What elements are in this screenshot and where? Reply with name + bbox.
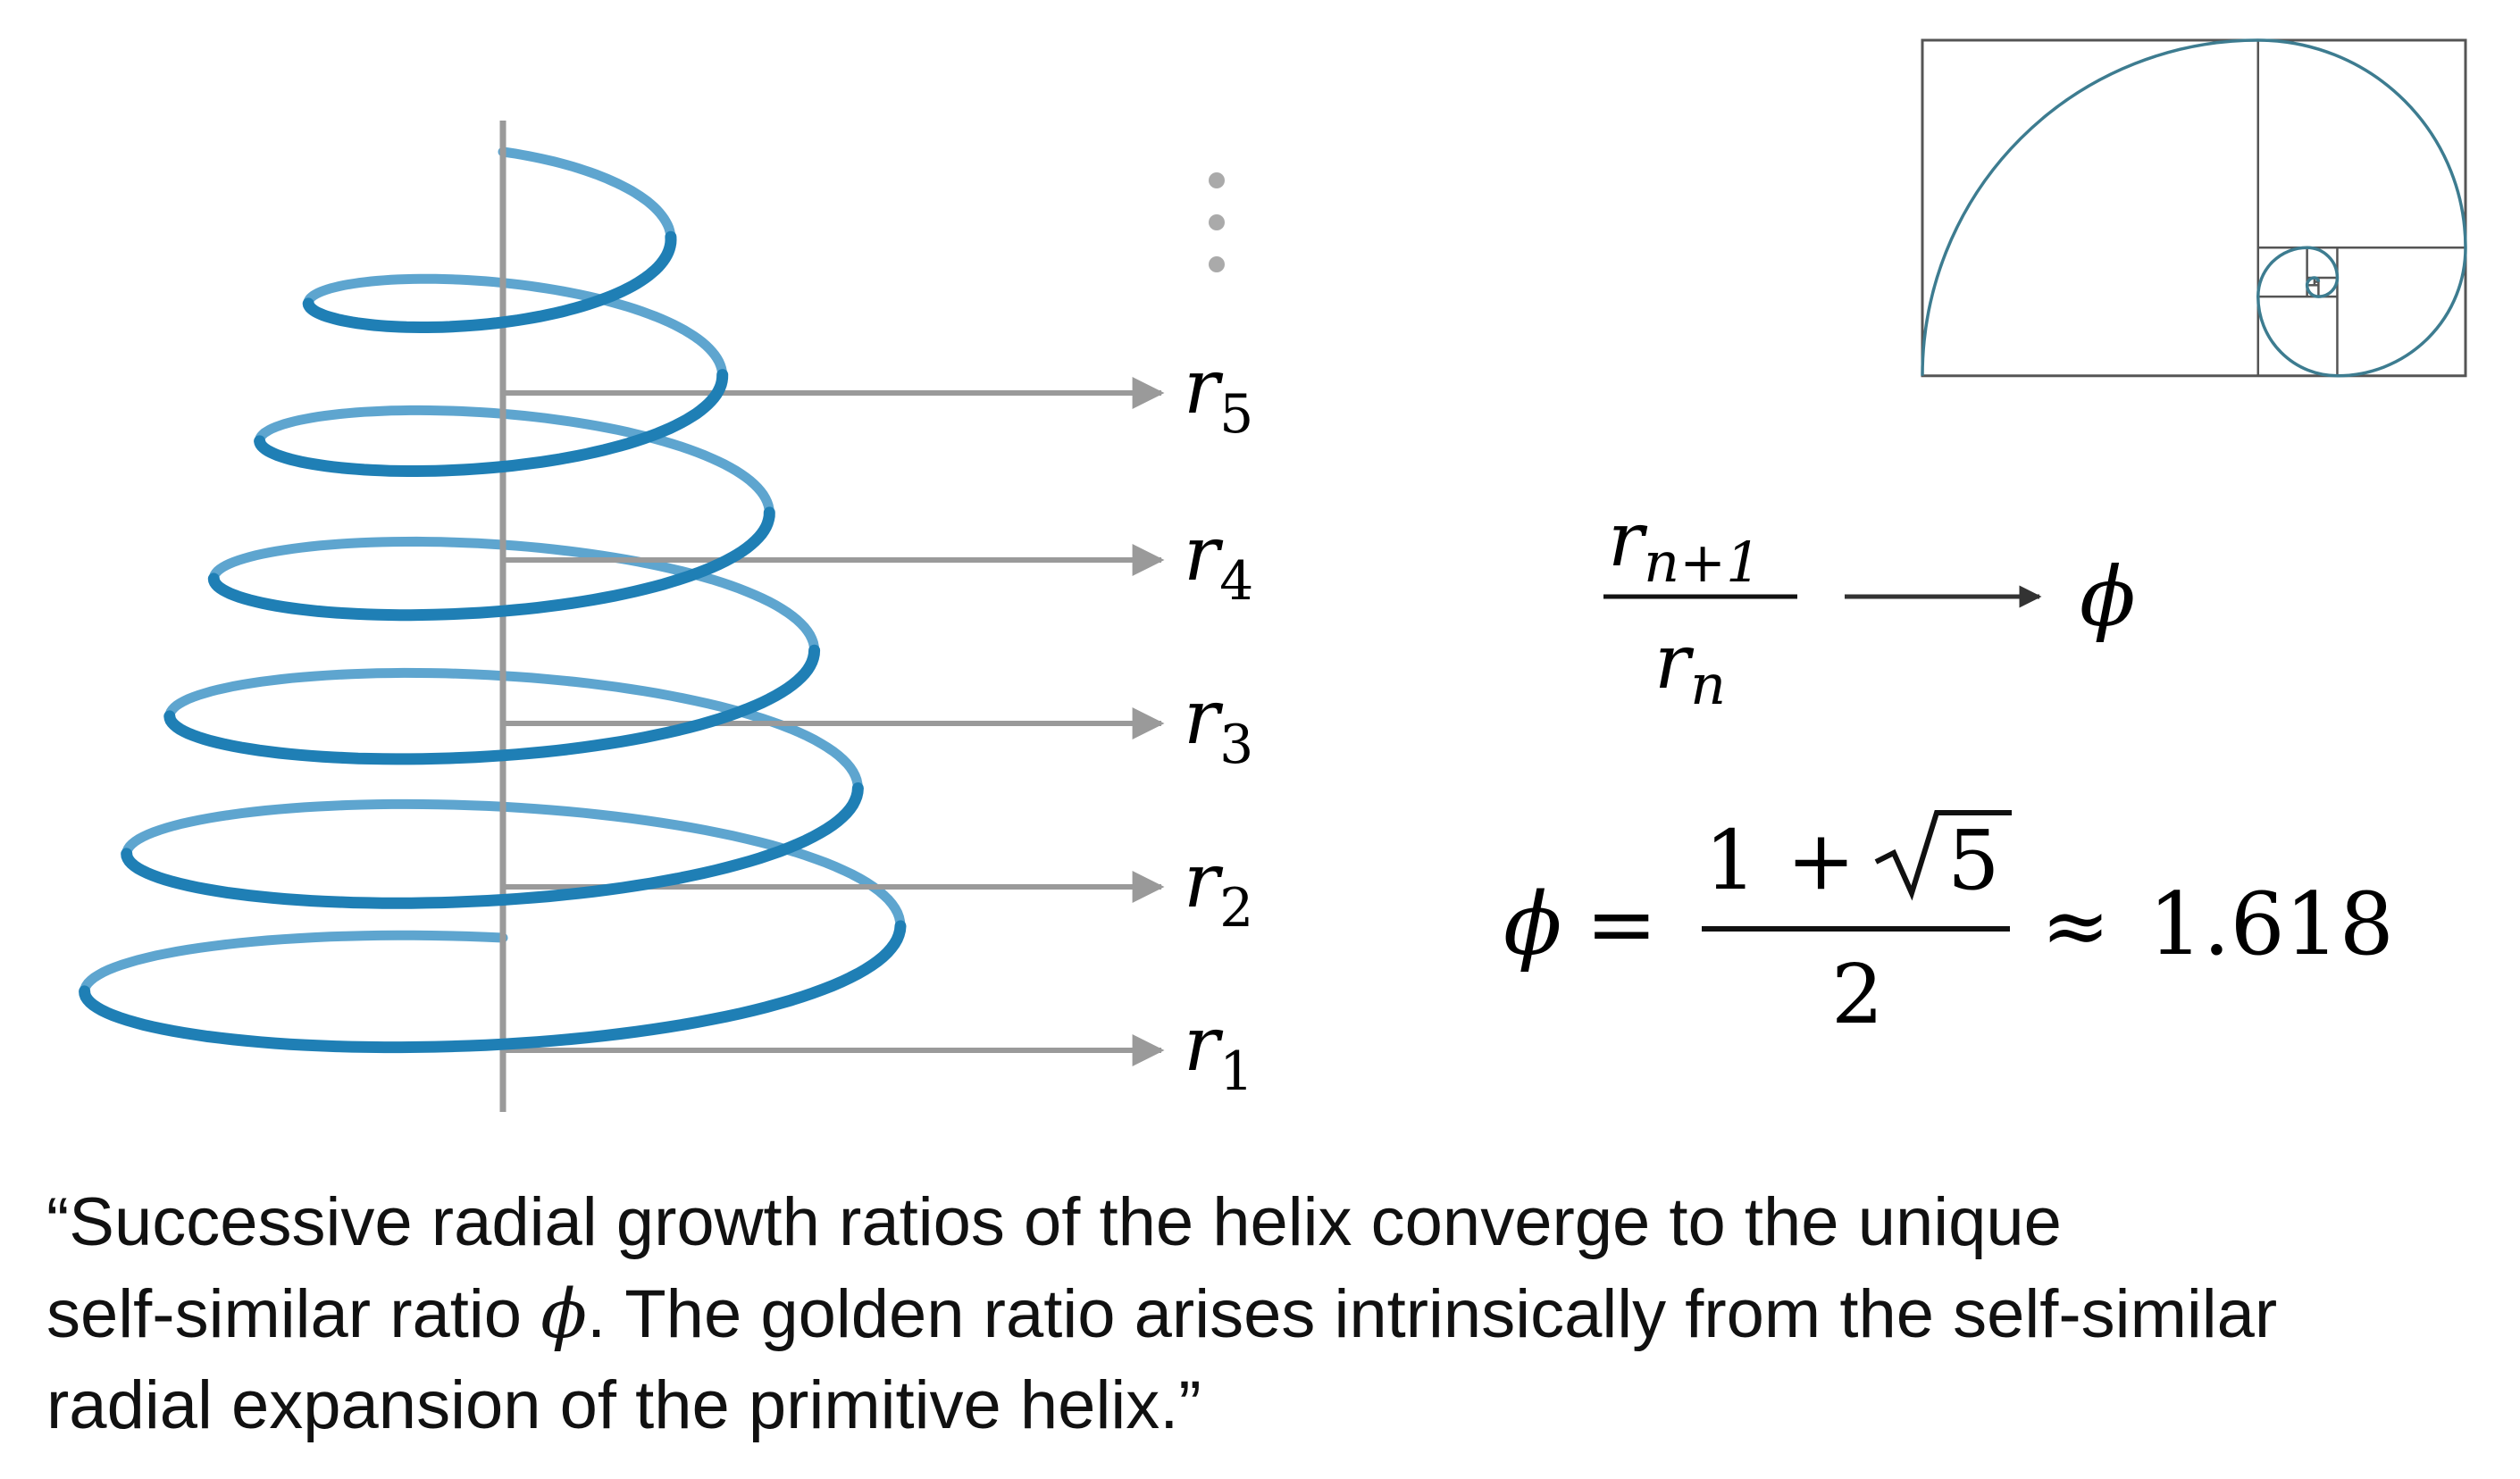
helix-back-segment	[80, 930, 508, 997]
numerator-one: 1	[1704, 813, 1757, 908]
helix-back-segment	[303, 273, 728, 380]
helix-back-segment	[255, 405, 774, 518]
radius-label-3: r3	[1184, 673, 1253, 776]
caption-line-3: radial expansion of the primitive helix.…	[46, 1367, 1201, 1443]
phi-lhs: ϕ	[1503, 874, 1561, 974]
ellipsis-dot	[1209, 256, 1225, 272]
helix-back-segment	[164, 667, 863, 793]
helix-front-segment	[302, 230, 677, 333]
helix-front-segment	[79, 920, 907, 1054]
ratio-limit-formula: rn+1 rn ϕ	[1603, 496, 2136, 717]
approx-sign: ≈	[2041, 878, 2110, 973]
radius-arrows	[503, 377, 1165, 1066]
radius-labels: r5 r4 r3 r2 r1	[1184, 343, 1253, 1103]
ellipsis-dot	[1209, 214, 1225, 230]
equals-sign: =	[1586, 874, 1657, 974]
ellipsis-dot	[1209, 172, 1225, 188]
ellipsis-dots	[1209, 172, 1225, 272]
ratio-denominator: rn	[1654, 618, 1726, 717]
helix-back-segment	[121, 798, 906, 932]
helix-front-segment	[121, 782, 864, 909]
helix-back-segment	[208, 536, 820, 656]
caption-line-2-start: self-similar ratio	[46, 1276, 541, 1352]
golden-value: 1.618	[2148, 874, 2394, 974]
radius-label-5: r5	[1184, 343, 1253, 446]
denominator-two: 2	[1831, 947, 1884, 1042]
helix-back-segment	[498, 146, 676, 242]
radius-label-2: r2	[1184, 837, 1253, 940]
radius-label-4: r4	[1184, 510, 1253, 613]
caption-quote: “Successive radial growth ratios of the …	[46, 1177, 2458, 1451]
caption-phi: ϕ	[540, 1274, 588, 1353]
golden-ratio-formula: ϕ = 1 + 5 2 ≈ 1.618	[1503, 810, 2394, 1042]
ratio-numerator: rn+1	[1608, 496, 1761, 595]
helix-front-strands	[79, 230, 907, 1054]
sqrt-radical	[1874, 810, 2012, 901]
limit-phi: ϕ	[2080, 549, 2136, 645]
radius-label-1: r1	[1184, 1000, 1253, 1103]
caption-line-1: “Successive radial growth ratios of the …	[46, 1184, 2062, 1260]
helix-front-segment	[254, 369, 729, 477]
helix-front-segment	[207, 506, 775, 622]
helix-back-strands	[80, 146, 906, 997]
golden-rectangle-figure	[1921, 38, 2467, 378]
caption-line-2-end: . The golden ratio arises intrinsically …	[587, 1276, 2278, 1352]
sqrt-argument: 5	[1947, 813, 2000, 908]
numerator-plus: +	[1787, 813, 1855, 908]
golden-spiral	[1921, 38, 2467, 378]
helix-front-segment	[163, 644, 821, 765]
caption-line-2: self-similar ratio ϕ. The golden ratio a…	[46, 1268, 2458, 1360]
golden-rect-frame	[1921, 38, 2467, 378]
